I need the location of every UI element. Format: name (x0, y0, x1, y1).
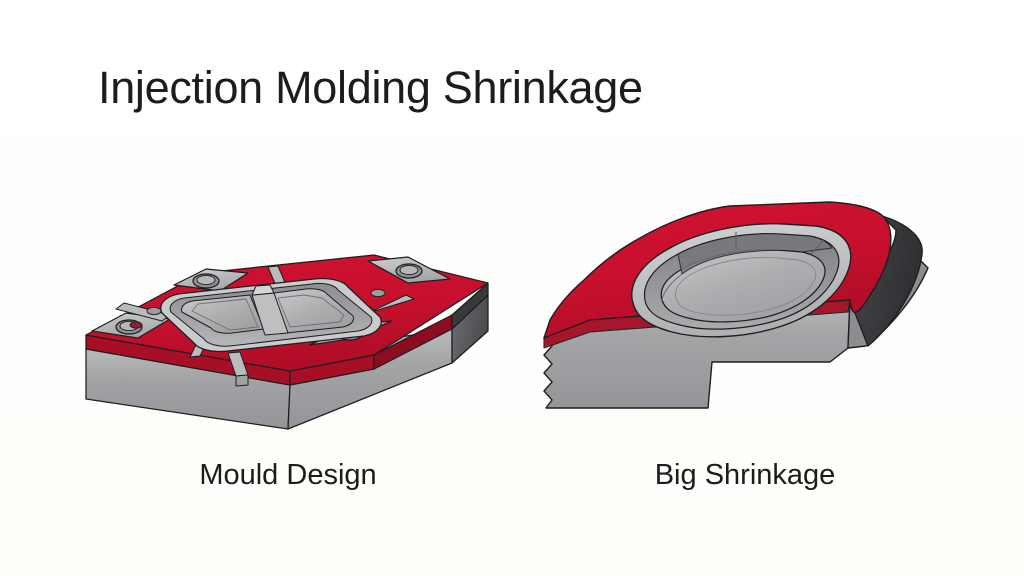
caption-mould-design: Mould Design (199, 459, 377, 491)
cavity-floor-right (273, 288, 354, 334)
figure-mould-design (78, 185, 498, 435)
dowel-hole-left-lower (129, 321, 143, 329)
cavity-parting-line-right (810, 239, 825, 255)
figure-big-shrinkage (530, 180, 960, 435)
big-shrinkage-illustration (543, 201, 929, 409)
cavity-detail-left (191, 298, 259, 331)
dowel-hole-right-upper (370, 288, 386, 298)
caption-big-shrinkage: Big Shrinkage (654, 459, 836, 491)
mould-design-illustration (85, 254, 489, 430)
cavity-back-wall-band (677, 233, 833, 275)
cavity-corner-crease-left (661, 273, 683, 301)
cavity-center-rib-top (251, 284, 275, 296)
page-title: Injection Molding Shrinkage (98, 62, 643, 113)
cavity-detail-right (277, 294, 345, 328)
corner-boss-back-right (367, 256, 451, 284)
plate-right-dark-face (451, 282, 489, 330)
cavity-floor-inner-contour (675, 257, 817, 316)
dowel-hole-left-upper (146, 306, 162, 316)
corner-boss-back-left (173, 268, 249, 292)
runner-gate-face (235, 374, 249, 387)
